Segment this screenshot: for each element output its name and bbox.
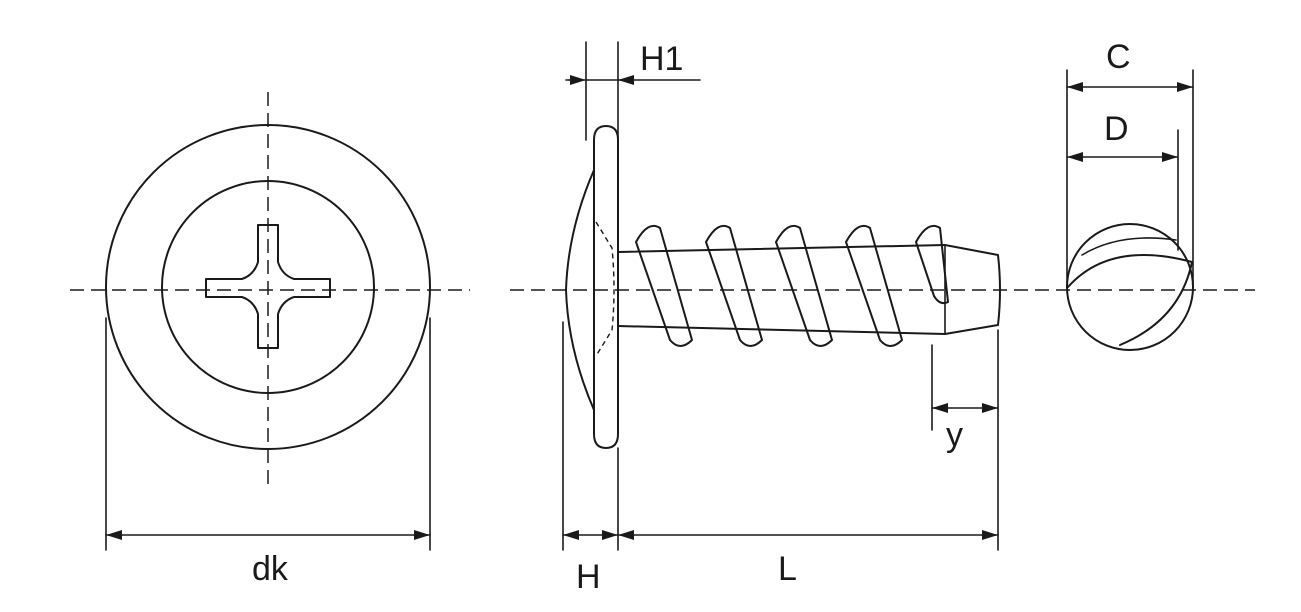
dk-dimension: dk (105, 317, 431, 588)
h-dimension: H (562, 321, 619, 596)
dk-label: dk (252, 550, 289, 588)
thread-crest-2 (705, 224, 763, 347)
thread-crests (635, 224, 949, 347)
head-dome (565, 169, 595, 411)
head-outer-circle (105, 124, 431, 450)
d-dimension: D (1066, 110, 1179, 251)
tip-end-view (1066, 223, 1194, 351)
h1-label: H1 (640, 40, 683, 78)
thread-crest-1 (635, 224, 693, 347)
head-inner-circle (161, 180, 375, 394)
dk-arrow-left (106, 530, 122, 540)
h-arrow-right (602, 530, 618, 540)
tip-cutting-edge (1067, 254, 1193, 346)
d-label: D (1104, 110, 1129, 148)
h1-arrow-left (570, 75, 586, 85)
screw-shank (617, 244, 1001, 335)
y-arrow-left (932, 403, 948, 413)
d-arrow-left (1067, 152, 1083, 162)
c-dimension: C (1066, 38, 1194, 288)
head-front-view (70, 92, 470, 485)
dk-arrow-right (414, 530, 430, 540)
y-label: y (946, 416, 963, 454)
h1-arrow-right (618, 75, 634, 85)
screw-side-view (510, 125, 1255, 449)
l-label: L (778, 550, 797, 588)
h1-dimension: H1 (565, 40, 701, 141)
y-dimension: y (931, 344, 999, 454)
head-flange (593, 125, 619, 449)
c-arrow-right (1177, 82, 1193, 92)
l-dimension: L (617, 329, 999, 588)
thread-crest-5 (915, 224, 949, 305)
thread-crest-3 (775, 224, 833, 347)
y-arrow-right (982, 403, 998, 413)
phillips-recess-icon (205, 224, 331, 349)
d-arrow-right (1162, 152, 1178, 162)
tip-outer-circle (1066, 223, 1194, 351)
c-label: C (1106, 38, 1131, 76)
thread-crest-4 (845, 224, 903, 347)
h-label: H (576, 558, 601, 596)
recess-hidden-line (595, 221, 615, 357)
l-arrow-right (982, 530, 998, 540)
l-arrow-left (618, 530, 634, 540)
tip-inner-edge (1081, 237, 1177, 256)
h-arrow-left (563, 530, 579, 540)
c-arrow-left (1067, 82, 1083, 92)
